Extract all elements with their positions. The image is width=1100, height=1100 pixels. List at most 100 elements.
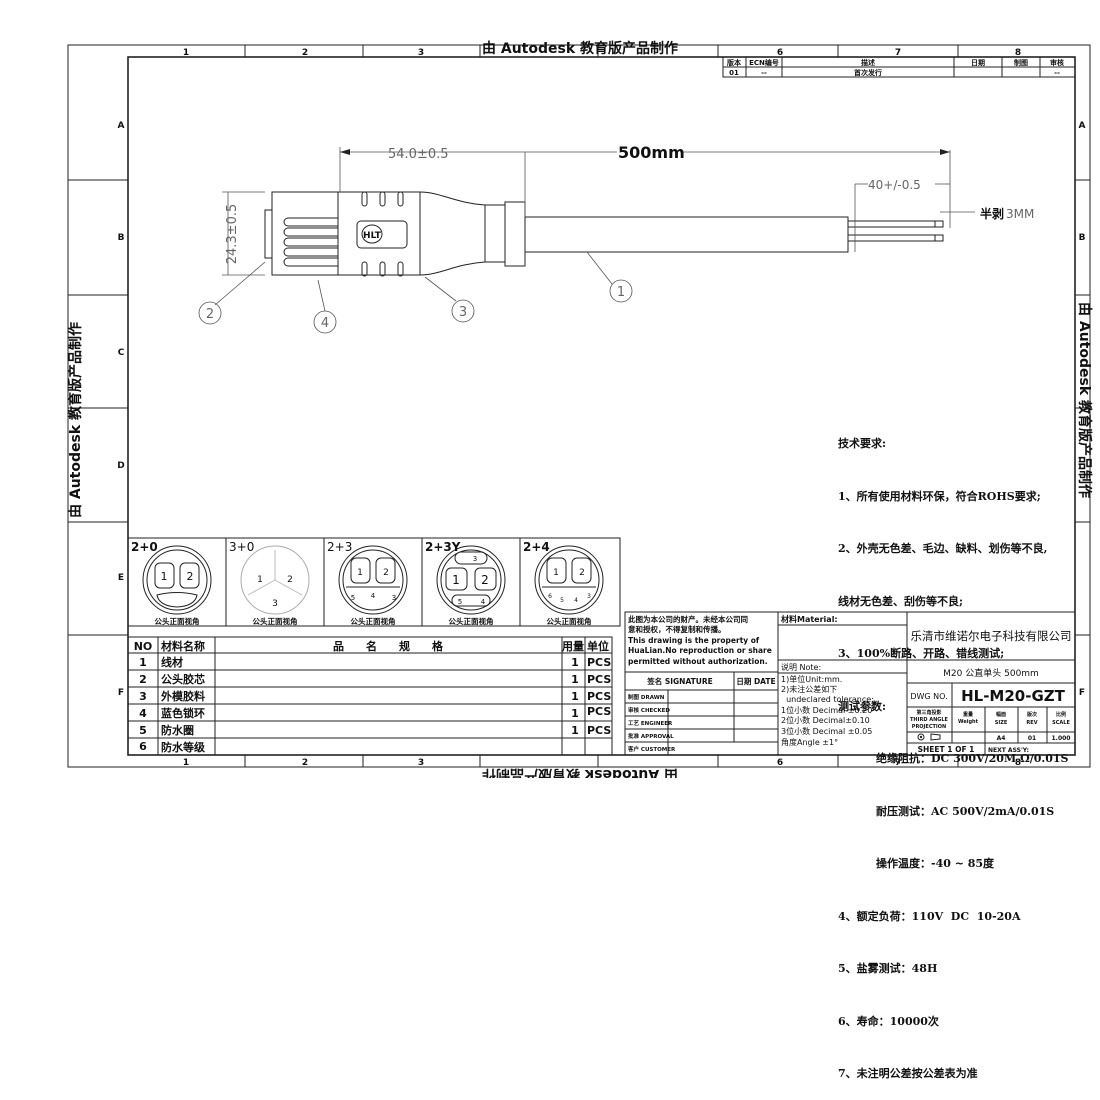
scale-value: 1.000 <box>1052 735 1071 742</box>
weight-label: Weight <box>958 719 979 725</box>
bom-unit: PCS <box>587 656 611 669</box>
bom-name: 公头胶芯 <box>161 672 205 686</box>
tech-req-line: 测试参数: <box>838 699 887 713</box>
rev-check: -- <box>1054 69 1060 77</box>
pin-number: 3 <box>392 594 396 602</box>
zone-row-b-right: B <box>1079 233 1086 243</box>
zone-labels: 1 2 3 6 7 8 1 2 3 6 7 8 A B C D E F A B … <box>117 48 1085 768</box>
note-line: 2位小数 Decimal±0.10 <box>781 715 870 725</box>
date-header: 日期 DATE <box>736 676 775 686</box>
property-notice: 此图为本公司的财产。未经本公司同 <box>628 614 748 624</box>
strip-note-label: 半剥 <box>980 206 1004 221</box>
property-notice: This drawing is the property of <box>628 636 760 645</box>
pin-config-caption: 公头正面视角 <box>449 616 494 626</box>
signature-header: 签名 SIGNATURE <box>646 676 713 686</box>
stripped-wires <box>847 220 944 242</box>
tech-req-line: 7、未注明公差按公差表为准 <box>838 1067 978 1080</box>
test-param: 耐压测试：AC 500V/2mA/0.01S <box>876 804 1055 818</box>
bom-no: 3 <box>139 690 147 703</box>
pin-config-caption: 公头正面视角 <box>351 616 396 626</box>
size-label: 幅面 <box>996 711 1006 718</box>
projection-label: PROJECTION <box>912 724 946 730</box>
pin-number: 5 <box>351 594 355 602</box>
size-label: SIZE <box>995 720 1008 726</box>
bom-header-no: NO <box>134 640 153 653</box>
note-line: 角度Angle ±1° <box>781 737 838 747</box>
zone-col-6: 6 <box>777 48 783 58</box>
bom-table: NO 材料名称 品 名 规 格 用量 单位 1 线材 1 PCS 2 公头胶芯 … <box>127 636 613 756</box>
balloon-4: 4 <box>321 316 329 331</box>
balloon-2: 2 <box>206 307 214 322</box>
bom-unit: PCS <box>587 673 611 686</box>
note-line: 1)单位Unit:mm. <box>781 674 842 684</box>
weight-label: 重量 <box>963 711 973 718</box>
tech-req-line: 1、所有使用材料环保，符合ROHS要求; <box>838 489 1041 503</box>
note-line: undeclared tolerance: <box>781 695 874 704</box>
rev-desc: 首次发行 <box>854 68 882 77</box>
bom-no: 2 <box>139 673 147 686</box>
technical-requirements: 技术要求: 1、所有使用材料环保，符合ROHS要求; 2、外壳无色差、毛边、缺料… <box>838 400 1069 1100</box>
logo-text: HLT <box>363 231 382 241</box>
pin-number: 1 <box>452 573 460 587</box>
bom-name: 蓝色锁环 <box>161 706 205 720</box>
overmold-body <box>337 191 486 276</box>
rev-version: 01 <box>729 69 739 77</box>
bom-no: 6 <box>139 740 147 753</box>
zone-col-2-bottom: 2 <box>302 758 308 768</box>
material-label: 材料Material: <box>781 614 838 624</box>
bom-qty: 1 <box>571 656 579 669</box>
pin-config-caption: 公头正面视角 <box>253 616 298 626</box>
zone-row-b: B <box>118 233 125 243</box>
sheet-number: SHEET 1 OF 1 <box>918 745 975 754</box>
pin-number: 2 <box>187 570 194 583</box>
balloons <box>198 279 633 334</box>
dwg-no: HL-M20-GZT <box>961 687 1066 705</box>
revision-table: 版本 ECN编号 描述 日期 制图 审核 01 -- 首次发行 -- <box>722 56 1076 78</box>
zone-row-a-right: A <box>1079 121 1086 131</box>
test-param: 操作温度：-40 ~ 85度 <box>876 857 995 870</box>
zone-col-8: 8 <box>1015 48 1021 58</box>
watermark-left: 由 Autodesk 教育版产品制作 <box>67 322 84 518</box>
bom-header-name: 材料名称 <box>161 639 205 653</box>
zone-col-6-bottom: 6 <box>777 758 783 768</box>
dim-strip-length: 40+/-0.5 <box>868 178 921 192</box>
tech-req-line: 线材无色差、刮伤等不良; <box>838 594 964 608</box>
rev-header-date: 日期 <box>971 58 985 67</box>
pin-number: 2 <box>579 568 585 578</box>
zone-row-c: C <box>118 348 125 358</box>
zone-col-1: 1 <box>183 48 189 58</box>
pin-number: 3 <box>272 599 278 609</box>
scale-label: SCALE <box>1052 720 1070 726</box>
tech-req-title: 技术要求: <box>838 437 887 450</box>
bom-name: 线材 <box>161 655 183 669</box>
balloon-3: 3 <box>459 305 467 320</box>
pin-number: 4 <box>481 598 486 606</box>
scale-label: 比例 <box>1056 711 1066 718</box>
collar <box>484 204 506 263</box>
role-drawn: 制图 DRAWN <box>628 693 665 701</box>
rev-label: 版次 <box>1027 711 1037 718</box>
property-notice: 意和授权，不得复制和传播。 <box>628 624 726 634</box>
pin-number: 3 <box>587 593 591 600</box>
logo-plate <box>356 220 408 249</box>
rev-header-check: 审核 <box>1050 58 1064 67</box>
bom-no: 1 <box>139 656 147 669</box>
pin-number: 3 <box>473 555 477 563</box>
zone-col-1-bottom: 1 <box>183 758 189 768</box>
property-notice: HuaLian.No reproduction or share <box>628 646 772 655</box>
projection-label: 第三角投影 <box>916 709 941 716</box>
bom-header-spec: 品 名 规 格 <box>333 639 444 653</box>
rev-header-desc: 描述 <box>861 58 875 67</box>
watermark-bottom: 由 Autodesk 教育版产品制作 <box>482 766 678 778</box>
bom-unit: PCS <box>587 724 611 737</box>
outer-frame <box>67 44 1091 768</box>
pin-number: 6 <box>548 593 552 600</box>
role-approval: 批准 APPROVAL <box>628 732 674 740</box>
property-notice: permitted without authorization. <box>628 657 768 666</box>
company-name: 乐清市维诺尔电子科技有限公司 <box>911 629 1072 643</box>
tech-req-line: 5、盐雾测试：48H <box>838 962 938 975</box>
zone-row-d: D <box>117 461 124 471</box>
bom-unit: PCS <box>587 690 611 703</box>
note-line: 3位小数 Decimal ±0.05 <box>781 726 872 736</box>
zone-row-a: A <box>118 121 125 131</box>
